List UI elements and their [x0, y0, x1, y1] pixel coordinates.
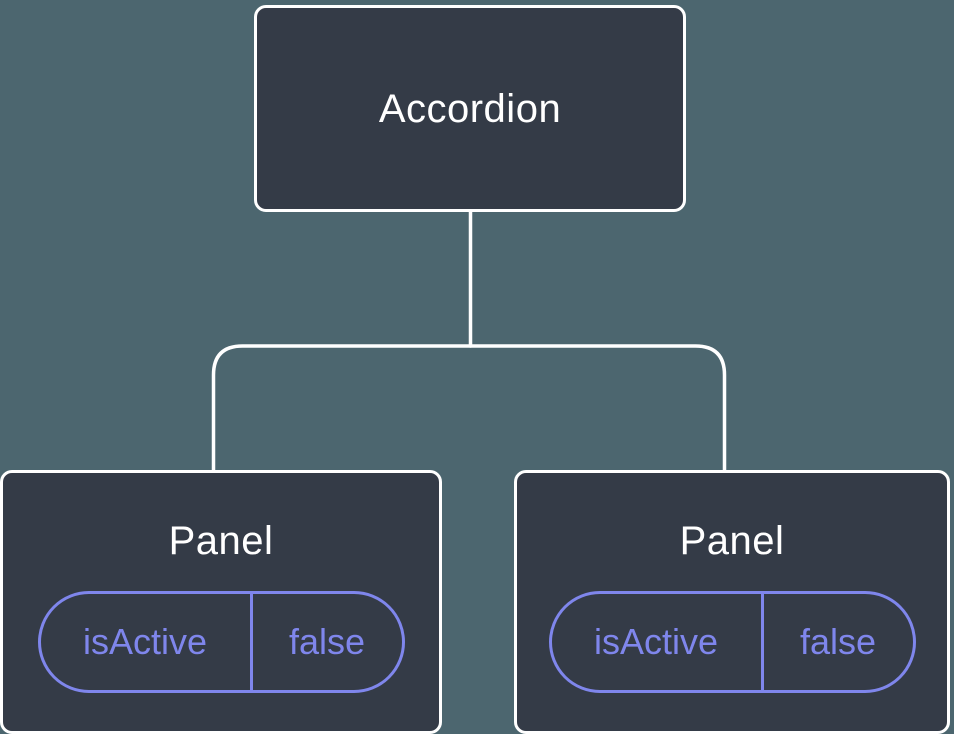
- panel-node-label: Panel: [168, 519, 274, 563]
- state-pill: isActive false: [548, 591, 916, 693]
- panel-node-right: Panel isActive false: [514, 470, 950, 734]
- panel-node-left: Panel isActive false: [0, 470, 442, 734]
- accordion-node: Accordion: [254, 5, 686, 212]
- state-name-label: isActive: [41, 594, 253, 690]
- panel-node-label: Panel: [679, 519, 785, 563]
- state-value-label: false: [288, 621, 366, 662]
- connector-branch: [211, 344, 727, 472]
- accordion-node-label: Accordion: [378, 86, 562, 131]
- state-value-label: false: [799, 621, 877, 662]
- state-name-label: isActive: [552, 594, 764, 690]
- state-pill: isActive false: [37, 591, 405, 693]
